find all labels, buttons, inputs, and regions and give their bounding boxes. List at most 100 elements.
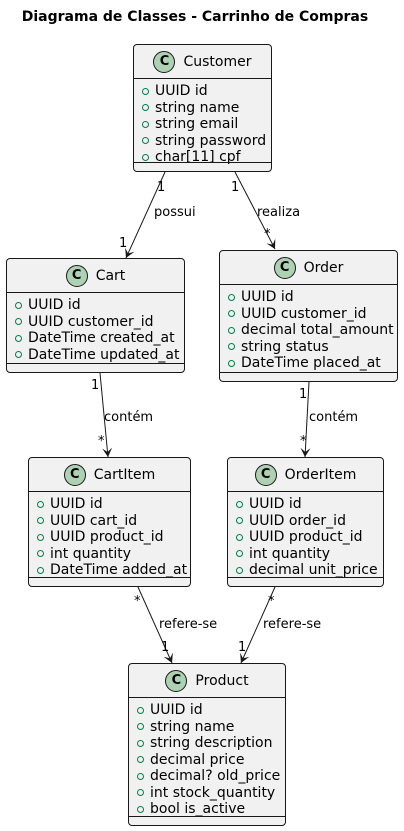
attribute-text: UUID customer_id xyxy=(28,313,154,330)
class-name: Customer xyxy=(183,53,252,70)
relation-label-customer-order: realiza xyxy=(257,205,301,220)
attribute-row: string name xyxy=(129,719,285,736)
attribute-row: DateTime added_at xyxy=(29,562,190,579)
attribute-row: DateTime created_at xyxy=(7,330,184,347)
class-stereotype-icon: C xyxy=(273,256,296,279)
multiplicity-cart-cartitem-to: * xyxy=(98,434,105,449)
attribute-text: UUID id xyxy=(28,297,81,313)
attribute-text: string status xyxy=(241,338,329,355)
attribute-text: string name xyxy=(155,99,240,116)
class-name: CartItem xyxy=(93,466,156,483)
attribute-row: string email xyxy=(134,116,271,133)
class-stereotype-icon: C xyxy=(63,463,86,486)
public-visibility-icon xyxy=(15,334,22,342)
attribute-row: int quantity xyxy=(228,546,383,563)
class-header: C CartItem xyxy=(29,458,190,492)
attribute-text: decimal? old_price xyxy=(150,768,281,784)
public-visibility-icon xyxy=(37,550,44,558)
edge-cart-cartitem xyxy=(99,372,113,458)
attribute-row: UUID order_id xyxy=(228,513,383,530)
attribute-row: decimal price xyxy=(129,752,285,769)
attribute-row: UUID id xyxy=(134,83,271,100)
method-compartment xyxy=(129,816,285,817)
method-compartment xyxy=(134,162,271,163)
public-visibility-icon xyxy=(236,566,243,574)
attribute-row: string status xyxy=(220,339,397,356)
class-header: C OrderItem xyxy=(228,458,383,492)
attribute-text: string password xyxy=(155,132,267,149)
edge-cartitem-product xyxy=(137,586,173,664)
method-compartment xyxy=(220,372,397,373)
public-visibility-icon xyxy=(37,500,44,508)
public-visibility-icon xyxy=(137,772,144,780)
attribute-text: UUID id xyxy=(155,83,208,99)
public-visibility-icon xyxy=(228,310,235,318)
public-visibility-icon xyxy=(142,137,149,145)
public-visibility-icon xyxy=(142,153,149,161)
public-visibility-icon xyxy=(137,789,144,797)
public-visibility-icon xyxy=(228,343,235,351)
attribute-row: UUID customer_id xyxy=(7,314,184,331)
edge-customer-order xyxy=(234,171,276,250)
multiplicity-cartitem-product-from: * xyxy=(134,594,141,609)
attribute-text: string name xyxy=(150,718,235,735)
public-visibility-icon xyxy=(142,87,149,95)
attribute-row: string description xyxy=(129,735,285,752)
public-visibility-icon xyxy=(236,500,243,508)
attribute-row: bool is_active xyxy=(129,801,285,818)
public-visibility-icon xyxy=(142,120,149,128)
attribute-row: UUID id xyxy=(7,297,184,314)
attribute-text: decimal unit_price xyxy=(249,562,378,578)
attribute-row: DateTime updated_at xyxy=(7,347,184,364)
attribute-text: DateTime placed_at xyxy=(241,355,381,371)
attribute-row: char[11] cpf xyxy=(134,149,271,166)
multiplicity-orderitem-product-from: * xyxy=(268,594,275,609)
relation-label-order-orderitem: contém xyxy=(309,410,359,425)
relation-label-cartitem-product: refere-se xyxy=(159,617,218,632)
class-name: Order xyxy=(303,259,344,276)
attribute-text: UUID id xyxy=(249,496,302,512)
class-stereotype-icon: C xyxy=(65,264,88,287)
public-visibility-icon xyxy=(228,359,235,367)
attribute-text: string email xyxy=(155,116,239,132)
attribute-text: UUID product_id xyxy=(249,529,363,545)
public-visibility-icon xyxy=(37,566,44,574)
diagram-title: Diagrama de Classes - Carrinho de Compra… xyxy=(21,9,369,25)
attribute-text: DateTime updated_at xyxy=(28,346,180,363)
multiplicity-customer-cart-to: 1 xyxy=(119,236,128,251)
class-header: C Order xyxy=(220,251,397,285)
multiplicity-customer-order-from: 1 xyxy=(231,180,240,195)
attribute-text: UUID customer_id xyxy=(241,305,367,322)
public-visibility-icon xyxy=(236,550,243,558)
attribute-row: int quantity xyxy=(29,546,190,563)
class-header: C Product xyxy=(129,664,285,698)
attribute-text: char[11] cpf xyxy=(155,149,241,165)
attribute-text: decimal price xyxy=(150,751,245,768)
public-visibility-icon xyxy=(137,739,144,747)
attribute-row: UUID product_id xyxy=(228,529,383,546)
public-visibility-icon xyxy=(15,351,22,359)
public-visibility-icon xyxy=(137,805,144,813)
public-visibility-icon xyxy=(236,533,243,541)
attribute-row: UUID customer_id xyxy=(220,306,397,323)
attribute-text: UUID id xyxy=(241,289,294,305)
attribute-text: UUID id xyxy=(50,496,103,512)
multiplicity-customer-order-to: * xyxy=(264,227,271,242)
public-visibility-icon xyxy=(137,723,144,731)
attribute-row: string password xyxy=(134,133,271,150)
edge-orderitem-product xyxy=(240,586,276,664)
attribute-row: UUID id xyxy=(29,496,190,513)
multiplicity-cartitem-product-to: 1 xyxy=(161,640,170,655)
public-visibility-icon xyxy=(228,293,235,301)
relation-label-orderitem-product: refere-se xyxy=(263,617,322,632)
